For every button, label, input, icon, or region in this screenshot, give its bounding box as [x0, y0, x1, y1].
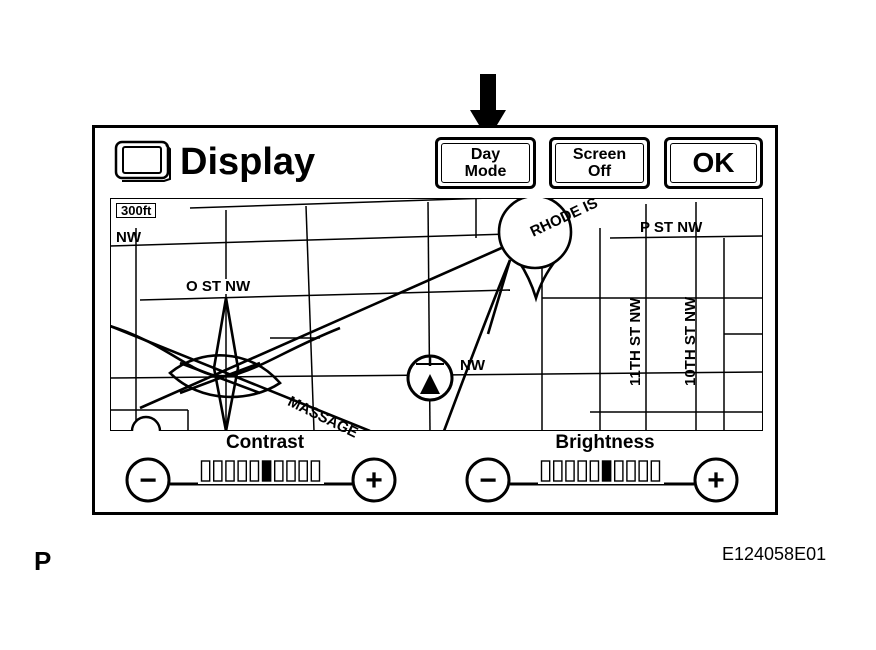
contrast-increase-button[interactable]: +: [351, 457, 397, 503]
level-segment: [540, 460, 551, 482]
map-street-label: 11TH ST NW: [627, 297, 644, 386]
brightness-level-bar: [538, 460, 664, 484]
level-segment: [552, 460, 563, 482]
level-segment: [212, 460, 223, 482]
map-scale: 300ft: [116, 203, 157, 218]
level-segment: [601, 460, 612, 482]
contrast-level-bar: [198, 460, 324, 484]
brightness-decrease-button[interactable]: −: [465, 457, 511, 503]
level-segment: [577, 460, 587, 482]
level-segment: [286, 460, 296, 482]
brightness-slider: − +: [465, 457, 739, 503]
map-street-label: NW: [116, 229, 141, 246]
level-segment: [565, 460, 575, 482]
minus-icon: −: [139, 464, 157, 497]
map-roads: [110, 198, 763, 431]
level-segment: [613, 460, 624, 482]
level-segment: [249, 460, 260, 482]
map-street-label: P ST NW: [640, 219, 703, 236]
plus-icon: +: [707, 464, 725, 497]
level-segment: [650, 460, 661, 482]
brightness-label: Brightness: [555, 432, 655, 453]
map-street-label: 10TH ST NW: [682, 296, 699, 386]
minus-icon: −: [479, 464, 497, 497]
contrast-label: Contrast: [225, 432, 305, 453]
contrast-slider: − +: [125, 457, 397, 503]
monitor-icon: [114, 140, 171, 182]
plus-icon: +: [365, 464, 383, 497]
map-view[interactable]: 300ft NW O ST NW P ST NW NW MASSAGE RHOD…: [110, 194, 763, 442]
screen-off-label-line2: Off: [587, 163, 612, 180]
level-segment: [298, 460, 309, 482]
day-mode-label-line1: Day: [470, 146, 501, 163]
ok-label: OK: [692, 147, 735, 178]
level-segment: [638, 460, 649, 482]
contrast-decrease-button[interactable]: −: [125, 457, 171, 503]
figure-code: E124058E01: [722, 544, 827, 564]
page-letter: P: [34, 546, 52, 576]
level-segment: [237, 460, 247, 482]
page-title: Display: [180, 141, 316, 183]
day-mode-button[interactable]: Day Mode: [435, 137, 536, 189]
screen-off-label: Screen Off: [573, 146, 626, 180]
level-segment: [310, 460, 321, 482]
day-mode-label-line2: Mode: [464, 163, 507, 180]
level-segment: [225, 460, 235, 482]
screen-off-label-line1: Screen: [572, 146, 627, 163]
brightness-increase-button[interactable]: +: [693, 457, 739, 503]
screen-off-button[interactable]: Screen Off: [549, 137, 650, 189]
ok-button[interactable]: OK: [664, 137, 763, 189]
map-street-label: NW: [460, 357, 485, 374]
level-segment: [261, 460, 272, 482]
level-segment: [200, 460, 211, 482]
map-street-label: O ST NW: [186, 278, 251, 295]
level-segment: [626, 460, 636, 482]
level-segment: [589, 460, 600, 482]
level-segment: [273, 460, 284, 482]
vehicle-position-icon: [406, 354, 454, 402]
day-mode-label: Day Mode: [465, 146, 507, 180]
